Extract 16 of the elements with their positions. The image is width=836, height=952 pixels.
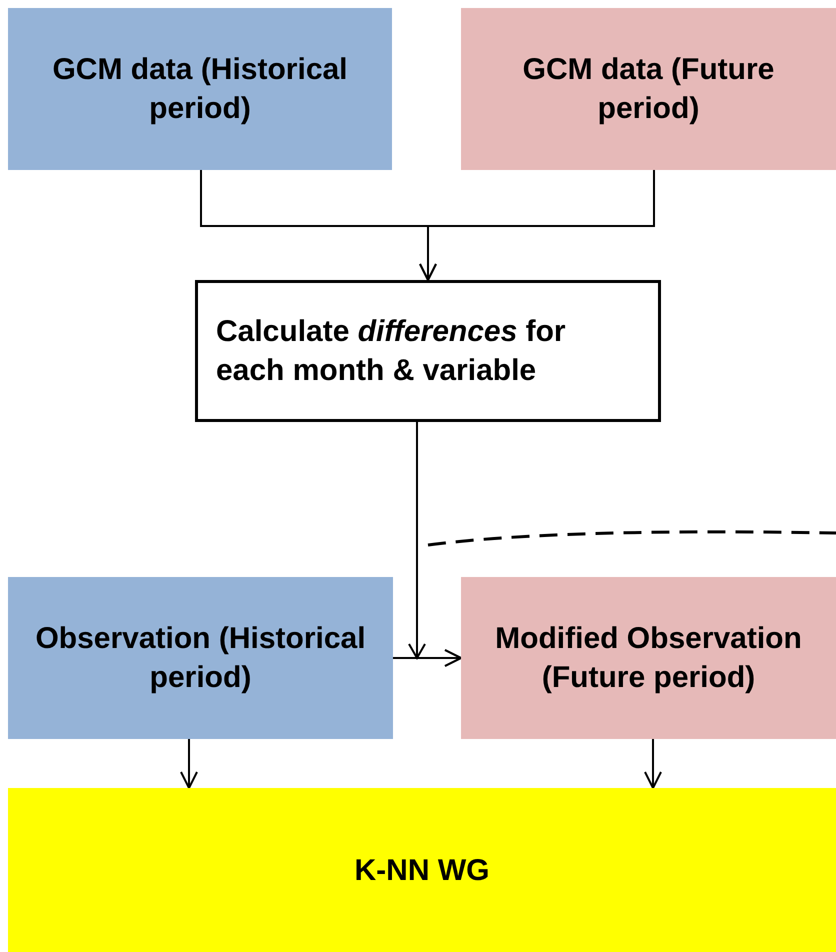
arrow bbox=[644, 739, 662, 789]
box-label: GCM data (Historical period) bbox=[51, 52, 349, 127]
arrow bbox=[419, 170, 655, 281]
arrow bbox=[393, 649, 462, 667]
data-box bbox=[461, 577, 836, 739]
box-label: K-NN WG bbox=[354, 852, 490, 888]
box-label: Observation (Historical period) bbox=[34, 621, 367, 696]
arrow bbox=[180, 739, 198, 789]
box-label: Calculate differences for each month & variable bbox=[216, 314, 567, 389]
box-label: Modified Observation (Future period) bbox=[494, 621, 803, 696]
data-box bbox=[8, 788, 836, 952]
process-box bbox=[195, 280, 661, 422]
data-box bbox=[8, 577, 393, 739]
data-box bbox=[461, 8, 836, 170]
data-box bbox=[8, 8, 392, 170]
box-label: GCM data (Future period) bbox=[522, 52, 776, 127]
